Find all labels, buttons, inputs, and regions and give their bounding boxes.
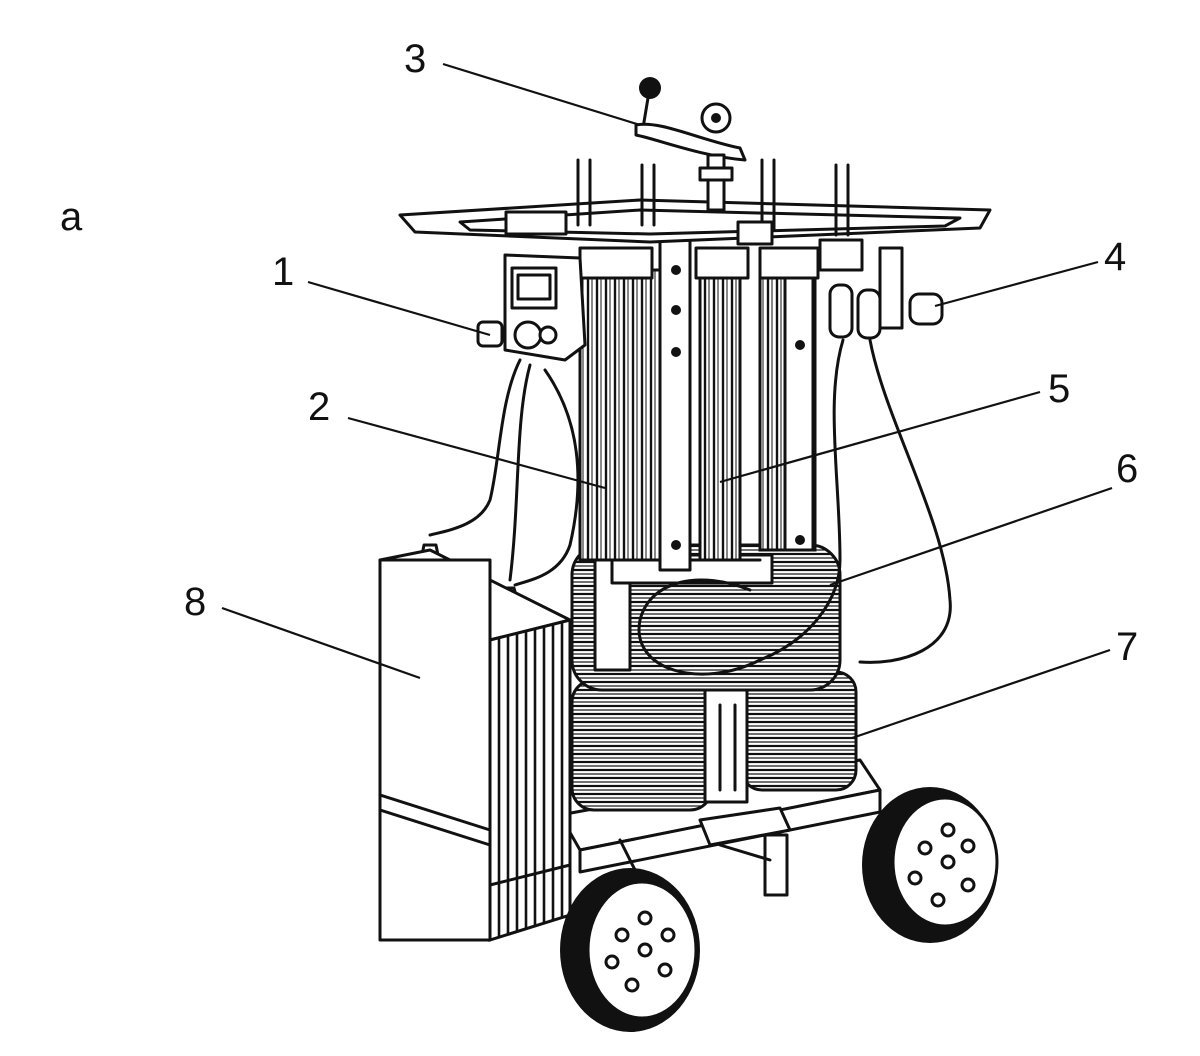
callout-4: 4 (1104, 235, 1126, 279)
callout-1: 1 (272, 250, 294, 294)
top-frame (398, 158, 992, 246)
callout-3: 3 (404, 37, 426, 81)
rear-wheel (862, 787, 999, 943)
secondary-terminals (828, 246, 944, 340)
callout-2: 2 (308, 385, 330, 429)
upper-coil-assembly (570, 538, 842, 692)
callout-8: 8 (184, 580, 206, 624)
transformer-core (578, 238, 864, 572)
front-wheel (560, 868, 700, 1032)
connection-cables (418, 338, 952, 676)
callout-6: 6 (1116, 447, 1138, 491)
current-adjusting-crank (634, 77, 747, 212)
lower-coil-assembly (570, 670, 858, 812)
panel-label: а (60, 195, 83, 239)
callout-5: 5 (1048, 367, 1070, 411)
callout-7: 7 (1116, 625, 1138, 669)
auxiliary-box (378, 548, 572, 943)
primary-terminal-panel (476, 253, 587, 362)
leader-lines (221, 62, 1113, 740)
